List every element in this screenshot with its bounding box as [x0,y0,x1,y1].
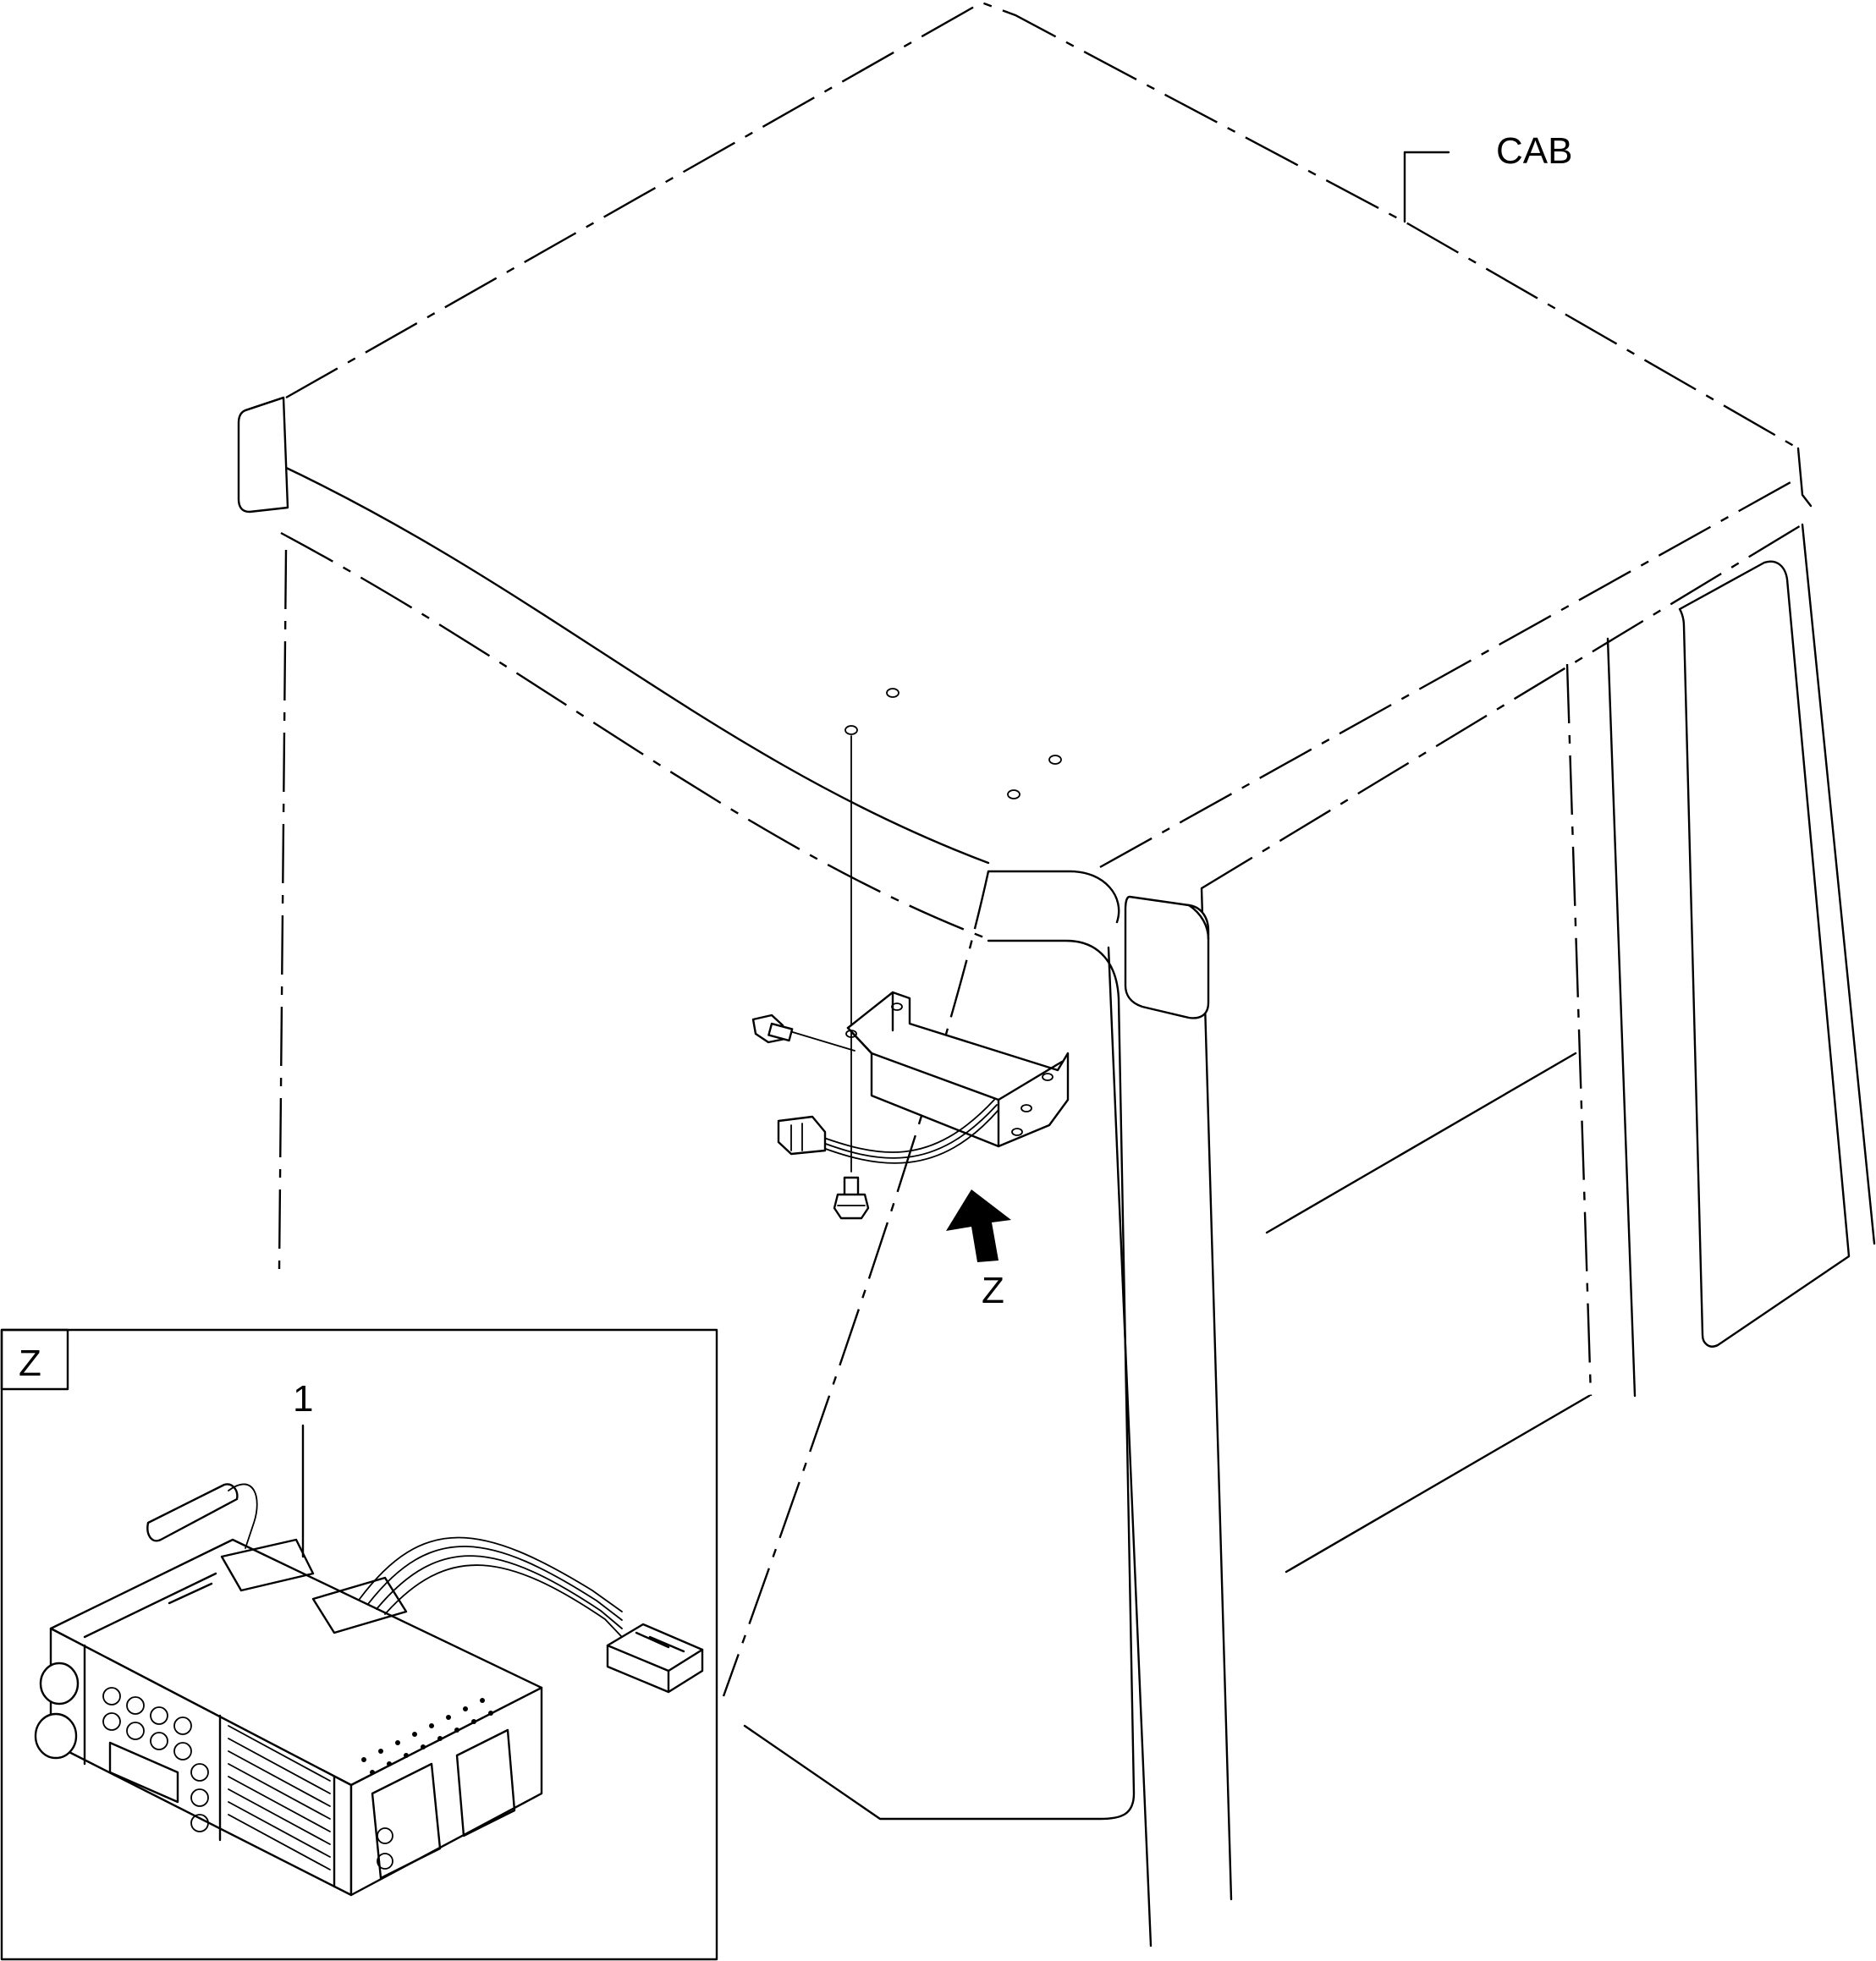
part-1-label: 1 [293,1378,313,1420]
cab-outline [237,1,1876,1947]
inset-tag-label: Z [19,1343,41,1384]
cab-callout: CAB [1403,130,1572,223]
view-arrow-label: Z [982,1270,1004,1311]
radio-mounting-bracket [751,735,1070,1220]
radio-unit [34,1483,704,1897]
cab-label: CAB [1496,130,1572,172]
detail-view-inset: Z 1 [0,1328,718,1961]
view-direction-arrow-icon [946,1189,1011,1262]
